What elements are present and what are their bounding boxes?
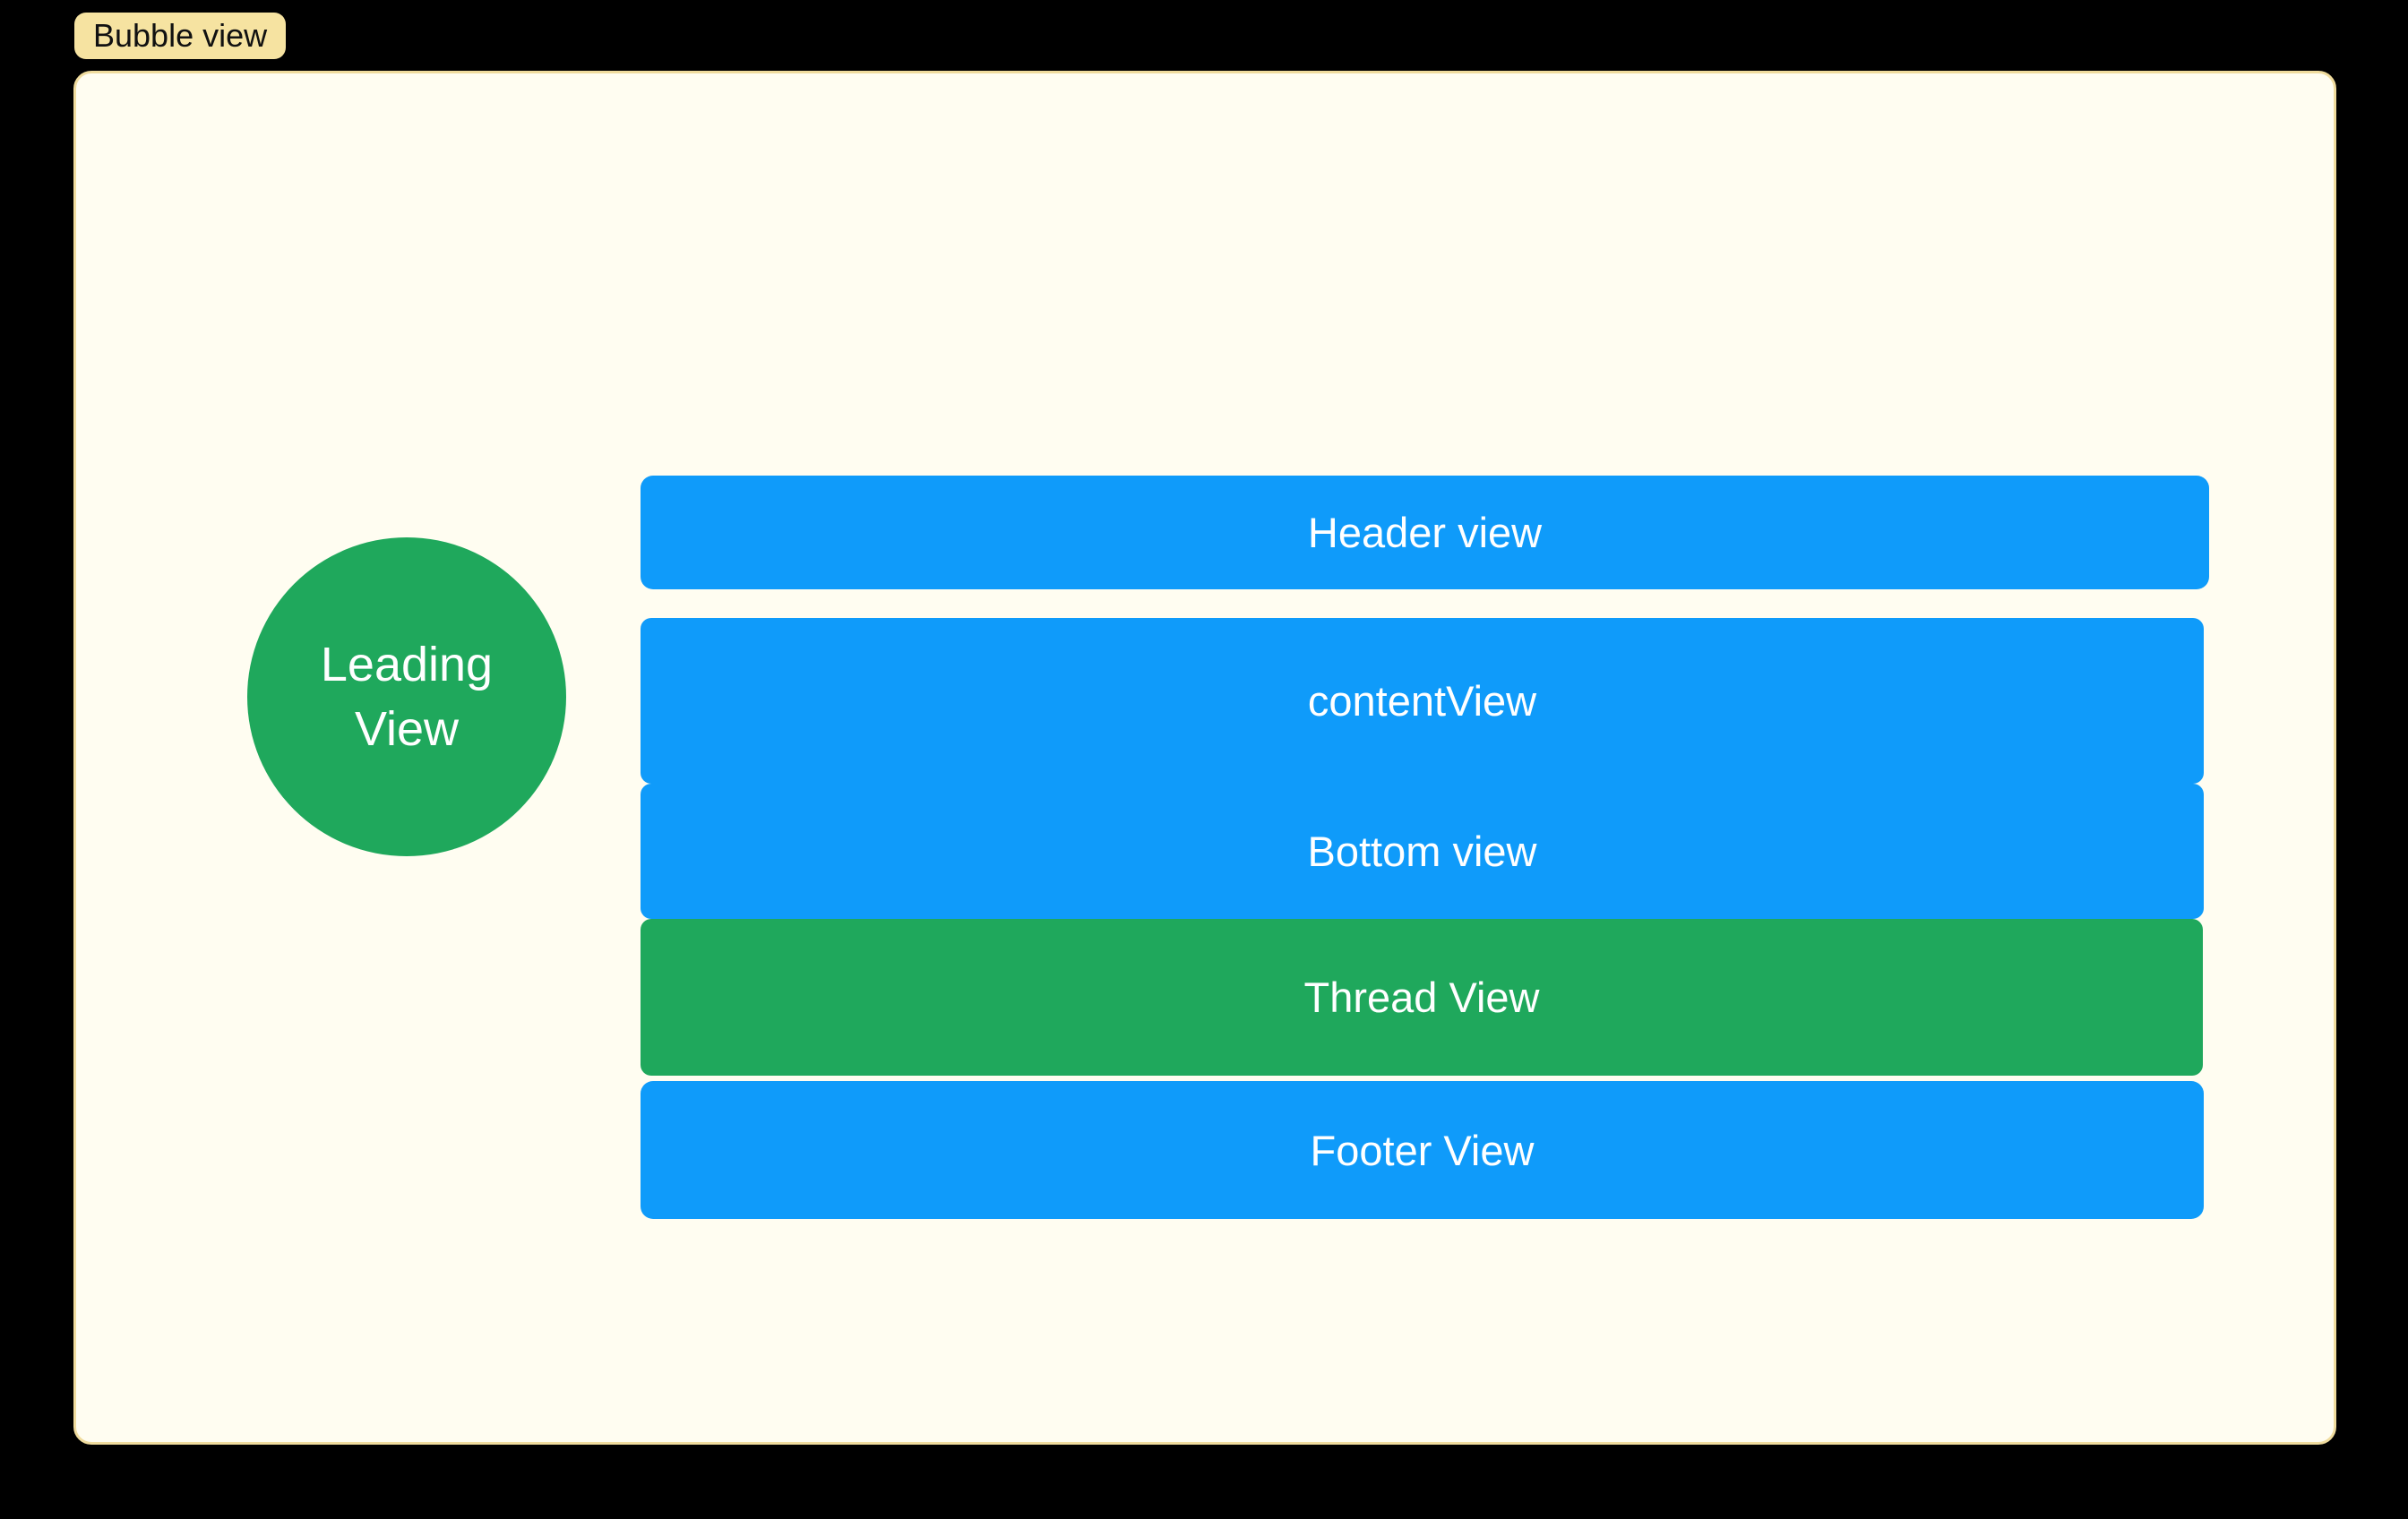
bottom-view-bar: Bottom view bbox=[641, 784, 2204, 919]
header-view-bar: Header view bbox=[641, 476, 2209, 589]
content-view-label: contentView bbox=[1307, 677, 1537, 725]
header-view-label: Header view bbox=[1307, 509, 1543, 556]
thread-view-label: Thread View bbox=[1303, 974, 1540, 1021]
content-view-bar: contentView bbox=[641, 618, 2204, 784]
bottom-view-label: Bottom view bbox=[1307, 828, 1537, 875]
bubble-view-badge: Bubble view bbox=[74, 13, 287, 59]
bubble-view-badge-label: Bubble view bbox=[93, 17, 268, 54]
leading-view-label-line2: View bbox=[354, 702, 460, 756]
footer-view-label: Footer View bbox=[1310, 1126, 1535, 1174]
leading-view-label-line1: Leading bbox=[320, 638, 494, 691]
leading-view-circle: Leading View bbox=[247, 537, 566, 856]
bubble-view-canvas: Leading View Header view contentView Bot… bbox=[73, 71, 2336, 1445]
thread-view-bar: Thread View bbox=[641, 919, 2203, 1076]
footer-view-bar: Footer View bbox=[641, 1081, 2204, 1219]
